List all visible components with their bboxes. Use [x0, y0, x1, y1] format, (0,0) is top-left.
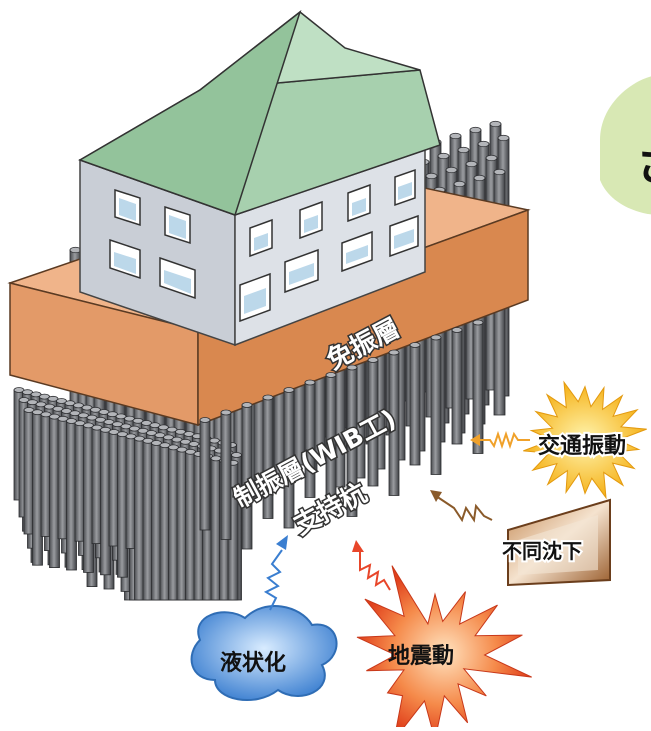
pile-top: [325, 372, 337, 378]
pile-top: [283, 387, 295, 393]
pile-top: [493, 168, 506, 176]
pile-top: [449, 132, 462, 140]
pile-top: [437, 152, 450, 160]
speech-bubble-icon: [600, 76, 651, 215]
earthquake-label: 地震動: [388, 644, 454, 669]
traffic-vibration-label: 交通振動: [538, 433, 626, 459]
pile: [430, 337, 442, 475]
pile-top: [457, 146, 470, 154]
pile-top: [497, 134, 510, 142]
vibration-arrows: [263, 430, 530, 611]
pile-top: [262, 394, 274, 401]
pile-top: [425, 172, 438, 180]
pile: [451, 329, 463, 445]
pile-top: [220, 409, 232, 416]
liquefaction-label: 液状化: [220, 650, 286, 676]
liquefaction-blob-icon: [190, 605, 338, 702]
pile-top: [304, 379, 316, 386]
pile-top: [346, 364, 358, 371]
pile-top: [489, 120, 502, 128]
pile-top: [473, 174, 486, 182]
support-piles-front: [13, 319, 484, 601]
pile: [304, 382, 316, 498]
pile: [409, 344, 421, 466]
pile-top: [453, 180, 466, 188]
pile-top: [477, 140, 490, 148]
pile-top: [367, 357, 379, 363]
pile-top: [451, 327, 463, 333]
earthquake-burst-icon: [356, 565, 532, 731]
pile-top: [199, 417, 211, 423]
cut-off-character: さ: [636, 140, 651, 191]
pile: [220, 412, 232, 540]
pile: [199, 419, 211, 531]
pile-top: [465, 160, 478, 168]
pile-top: [409, 342, 421, 348]
settlement-box-icon: [507, 498, 611, 587]
pile-top: [388, 349, 400, 356]
pile-top: [241, 402, 253, 408]
pile: [472, 322, 484, 454]
pile-top: [485, 154, 498, 162]
traffic-sun-icon: [523, 380, 647, 500]
house: [78, 9, 441, 347]
pile-top: [472, 319, 484, 326]
pile-top: [469, 126, 482, 134]
pile-top: [445, 166, 458, 174]
settlement-label: 不同沈下: [502, 539, 582, 563]
pile-top: [231, 452, 242, 458]
pile-top: [430, 334, 442, 341]
